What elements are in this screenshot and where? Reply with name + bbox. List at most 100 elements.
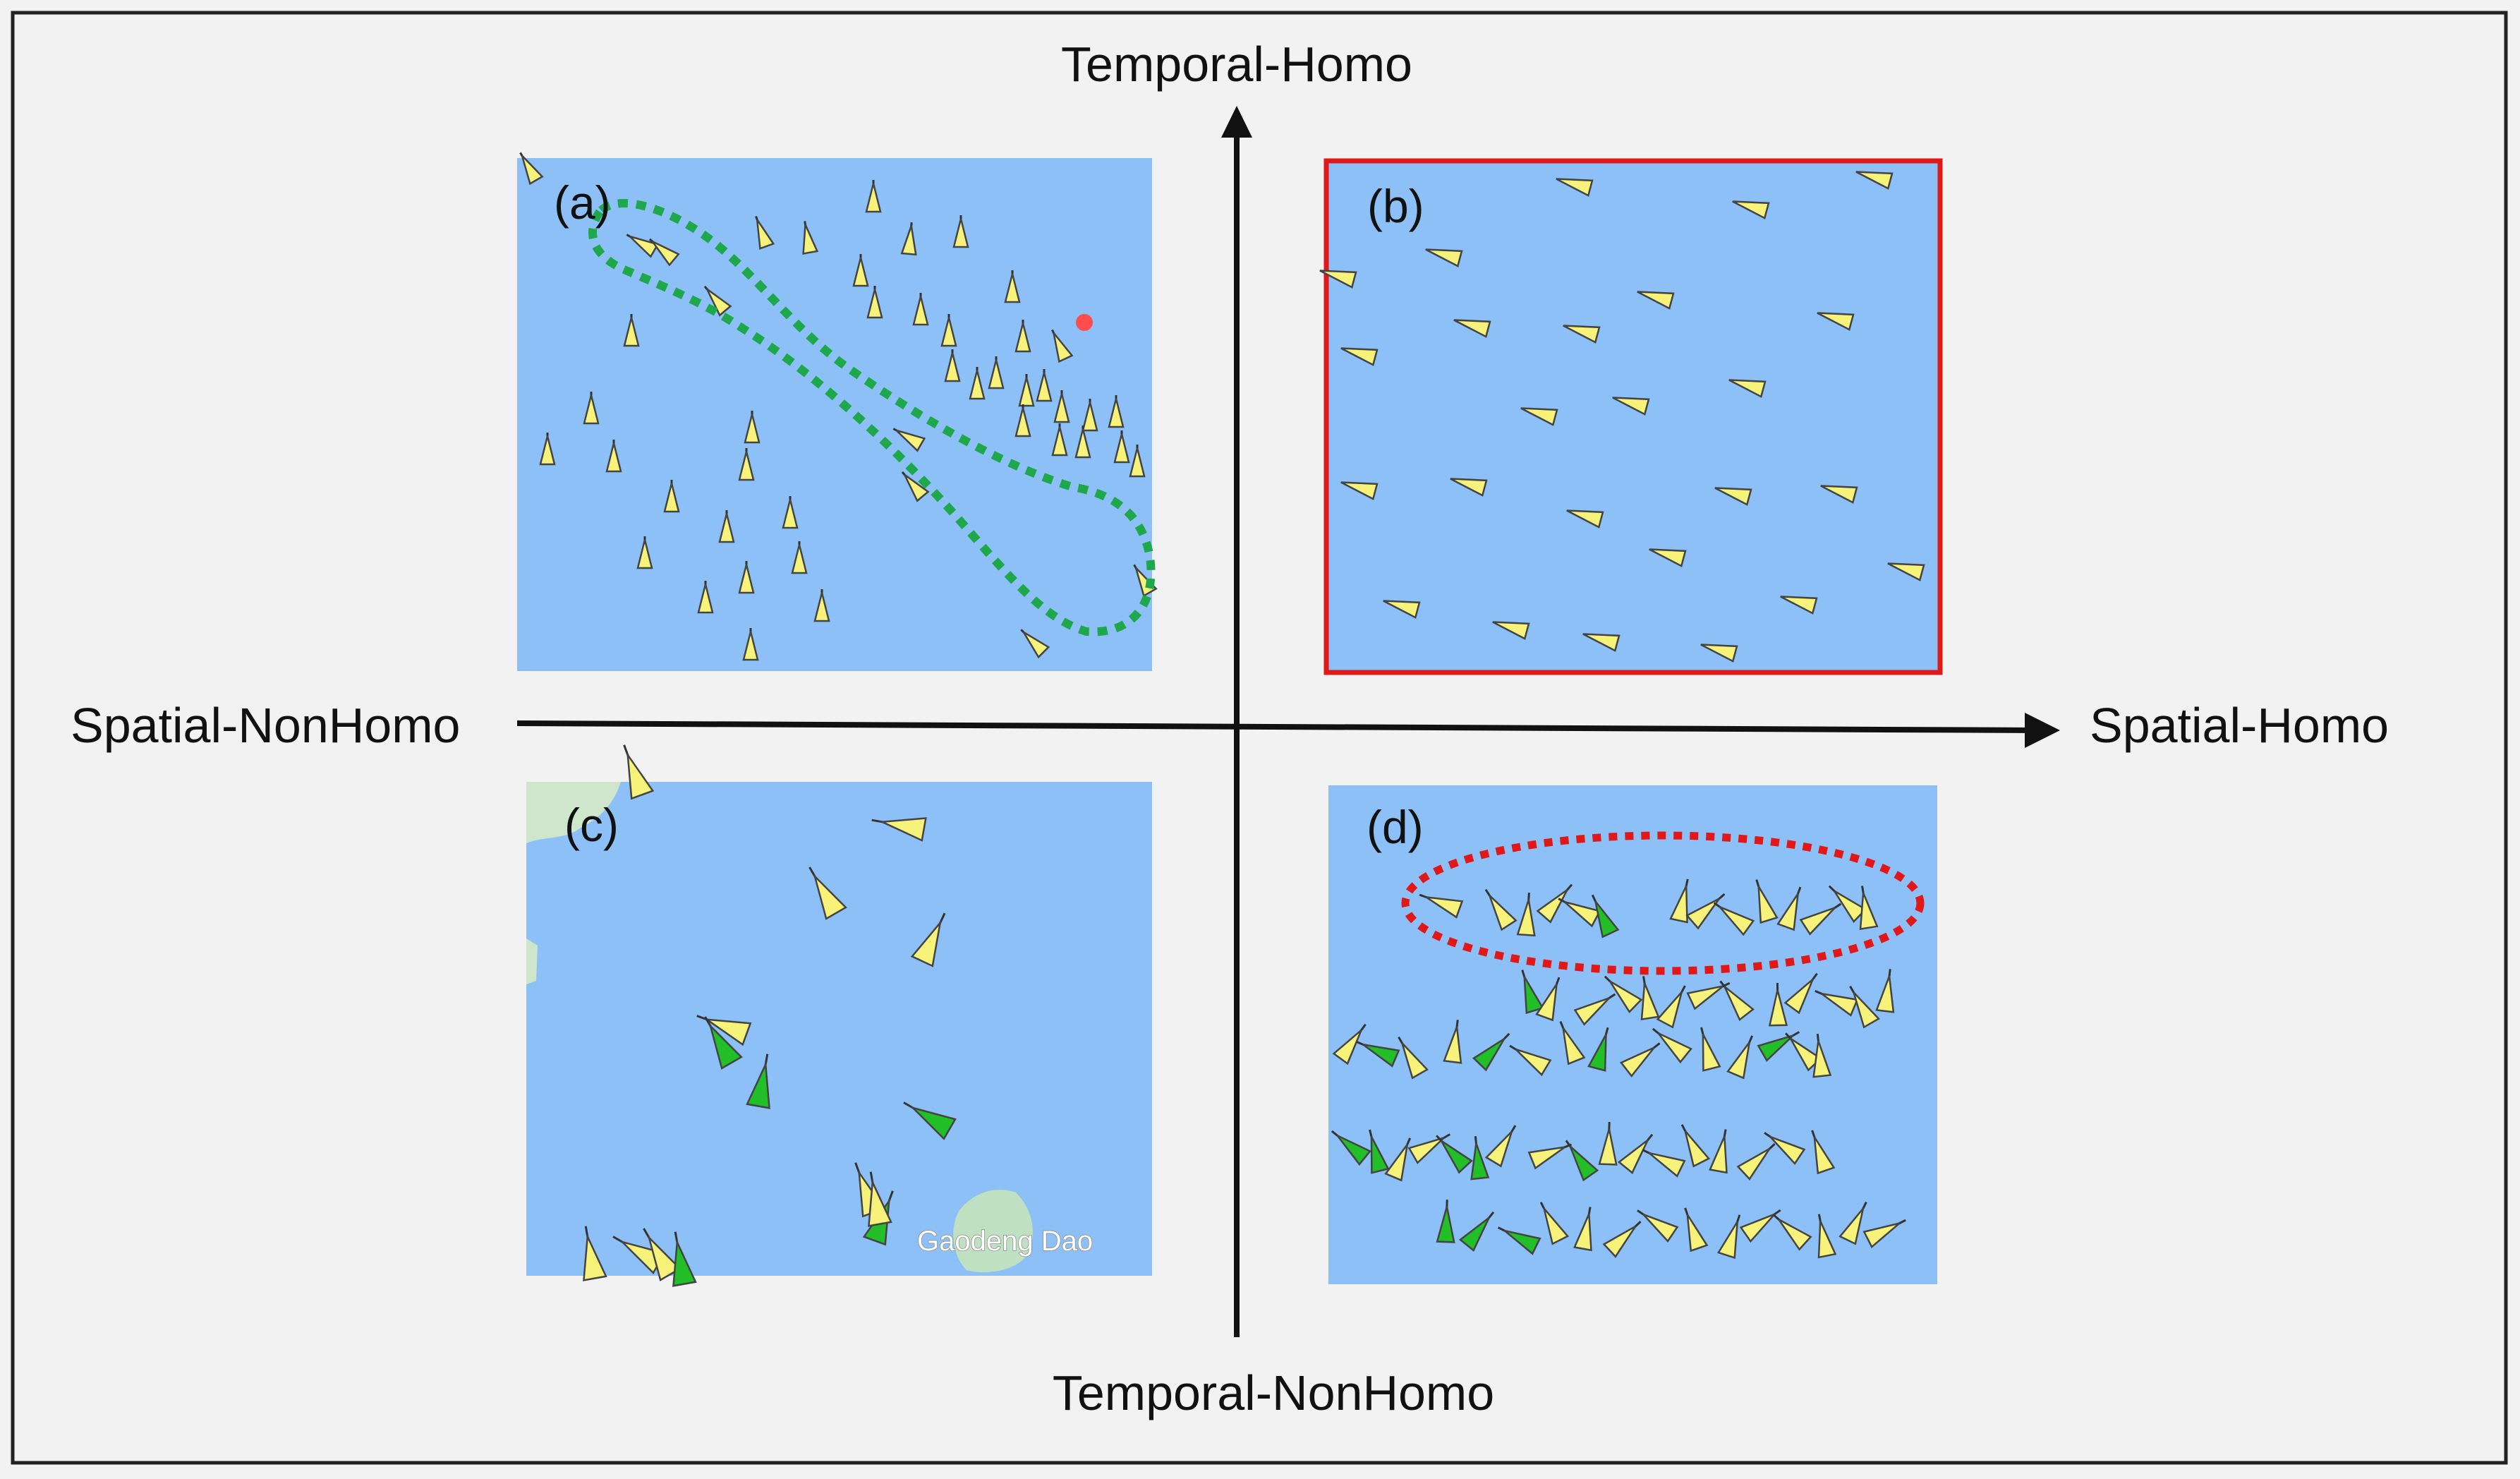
vessel-triangle-icon: [1684, 1207, 1709, 1252]
vessel-triangle-icon: [1686, 982, 1731, 1010]
vessel-triangle-icon: [1811, 1130, 1836, 1175]
vessel-triangle-icon: [1640, 976, 1660, 1021]
vessel-triangle-icon: [1812, 1034, 1832, 1078]
vessel-triangle-icon: [1051, 329, 1074, 363]
vessel-triangle-icon: [944, 349, 961, 382]
vessel-triangle-icon: [952, 215, 969, 248]
vessel-triangle-icon: [755, 215, 775, 250]
vessel-triangle-icon: [1559, 1020, 1586, 1066]
vessel-triangle-icon: [519, 152, 544, 186]
panel-c-vessels: [583, 744, 957, 1287]
vessel-triangle-icon: [1685, 893, 1726, 930]
vessel-triangle-icon: [1637, 291, 1675, 310]
arrow-up-icon: [1221, 106, 1252, 138]
island-shape: [526, 938, 538, 984]
panel-b-vessels: [1319, 171, 1925, 663]
vessel-triangle-icon: [1700, 1027, 1721, 1072]
vessel-triangle-icon: [1527, 1143, 1573, 1170]
vessel-triangle-icon: [1714, 487, 1752, 506]
vessel-triangle-icon: [1051, 423, 1068, 457]
vessel-triangle-icon: [1780, 596, 1818, 615]
vessel-triangle-icon: [940, 314, 957, 347]
vessel-triangle-icon: [1332, 1023, 1367, 1066]
vessel-triangle-icon: [1497, 1226, 1541, 1255]
panel-c-label: (c): [564, 799, 619, 851]
vessel-triangle-icon: [892, 428, 926, 452]
panel-b: (b): [1319, 158, 1943, 675]
vessel-triangle-icon: [1340, 481, 1379, 500]
vessel-triangle-icon: [1887, 562, 1925, 581]
panel-a-label: (a): [554, 176, 611, 229]
vessel-triangle-icon: [1484, 1125, 1517, 1168]
vessel-triangle-icon: [1443, 1020, 1462, 1064]
vessel-triangle-icon: [1556, 178, 1594, 197]
vessel-triangle-icon: [1739, 1209, 1781, 1243]
vessel-triangle-icon: [1817, 1214, 1837, 1259]
vessel-triangle-icon: [1815, 989, 1859, 1017]
vessel-triangle-icon: [1535, 977, 1561, 1022]
vessel-triangle-icon: [1053, 390, 1070, 423]
vessel-triangle-icon: [1768, 982, 1788, 1027]
vessel-triangle-icon: [1642, 1149, 1686, 1178]
panel-c: (c) Gaodeng Dao: [526, 744, 1152, 1287]
alert-badge-icon: [1076, 314, 1093, 331]
vessel-triangle-icon: [1369, 1129, 1390, 1174]
vessel-triangle-icon: [1036, 369, 1053, 402]
vessel-triangle-icon: [1484, 888, 1518, 931]
vessel-triangle-icon: [1728, 379, 1767, 398]
vessel-triangle-icon: [703, 285, 732, 317]
vessel-triangle-icon: [1133, 564, 1158, 598]
panel-d-label: (d): [1367, 801, 1424, 853]
vessel-triangle-icon: [1340, 347, 1379, 366]
island-shape: [953, 1190, 1033, 1272]
island-shape: [526, 782, 621, 843]
vessel-triangle-icon: [1573, 993, 1616, 1026]
vessel-triangle-icon: [808, 867, 847, 920]
vessel-triangle-icon: [583, 1226, 607, 1281]
vessel-triangle-icon: [1356, 1040, 1400, 1068]
vessel-triangle-icon: [1828, 885, 1867, 924]
axis-label-bottom: Temporal-NonHomo: [1053, 1365, 1494, 1420]
vessel-triangle-icon: [697, 581, 714, 614]
vessel-triangle-icon: [1020, 629, 1050, 659]
vessel-triangle-icon: [1470, 1136, 1490, 1181]
vessel-triangle-icon: [1709, 1129, 1728, 1174]
panel-d: (d): [1328, 785, 1937, 1284]
vessel-triangle-icon: [1521, 970, 1544, 1015]
panel-d-vessels: [1331, 879, 1906, 1260]
vessel-triangle-icon: [1492, 621, 1530, 640]
vessel-triangle-icon: [1726, 1035, 1754, 1080]
vessel-triangle-icon: [791, 541, 808, 574]
vessel-triangle-icon: [1776, 886, 1802, 931]
vessel-triangle-icon: [1004, 270, 1021, 303]
vessel-triangle-icon: [1384, 1137, 1412, 1182]
panel-b-label: (b): [1367, 180, 1424, 232]
vessel-triangle-icon: [1419, 893, 1464, 919]
panel-a-vessels: [519, 152, 1158, 661]
vessel-triangle-icon: [1516, 892, 1536, 937]
vessel-triangle-icon: [1862, 1219, 1906, 1249]
vessel-triangle-icon: [1453, 319, 1491, 338]
vessel-triangle-icon: [1649, 548, 1687, 567]
vessel-triangle-icon: [1859, 886, 1879, 931]
vessel-triangle-icon: [1875, 969, 1895, 1013]
vessel-triangle-icon: [871, 817, 927, 842]
vessel-triangle-icon: [813, 589, 830, 622]
vessel-triangle-icon: [746, 1054, 770, 1109]
vessel-triangle-icon: [1820, 485, 1858, 504]
vessel-triangle-icon: [1604, 975, 1643, 1014]
panel-b-map: [1323, 158, 1943, 675]
vessel-triangle-icon: [1755, 879, 1779, 924]
vessel-triangle-icon: [1436, 1199, 1455, 1243]
vessel-triangle-icon: [744, 411, 761, 444]
vessel-triangle-icon: [1383, 600, 1421, 619]
axis-label-top: Temporal-Homo: [1061, 37, 1412, 92]
vessel-triangle-icon: [1716, 1214, 1741, 1260]
vessel-triangle-icon: [1520, 407, 1558, 426]
vessel-triangle-icon: [704, 1016, 743, 1070]
vessel-triangle-icon: [1855, 171, 1894, 190]
vessel-triangle-icon: [1539, 1202, 1570, 1245]
figure-border: [11, 11, 2508, 1465]
vessel-triangle-icon: [1637, 1209, 1679, 1243]
axis-label-right: Spatial-Homo: [2090, 698, 2389, 753]
